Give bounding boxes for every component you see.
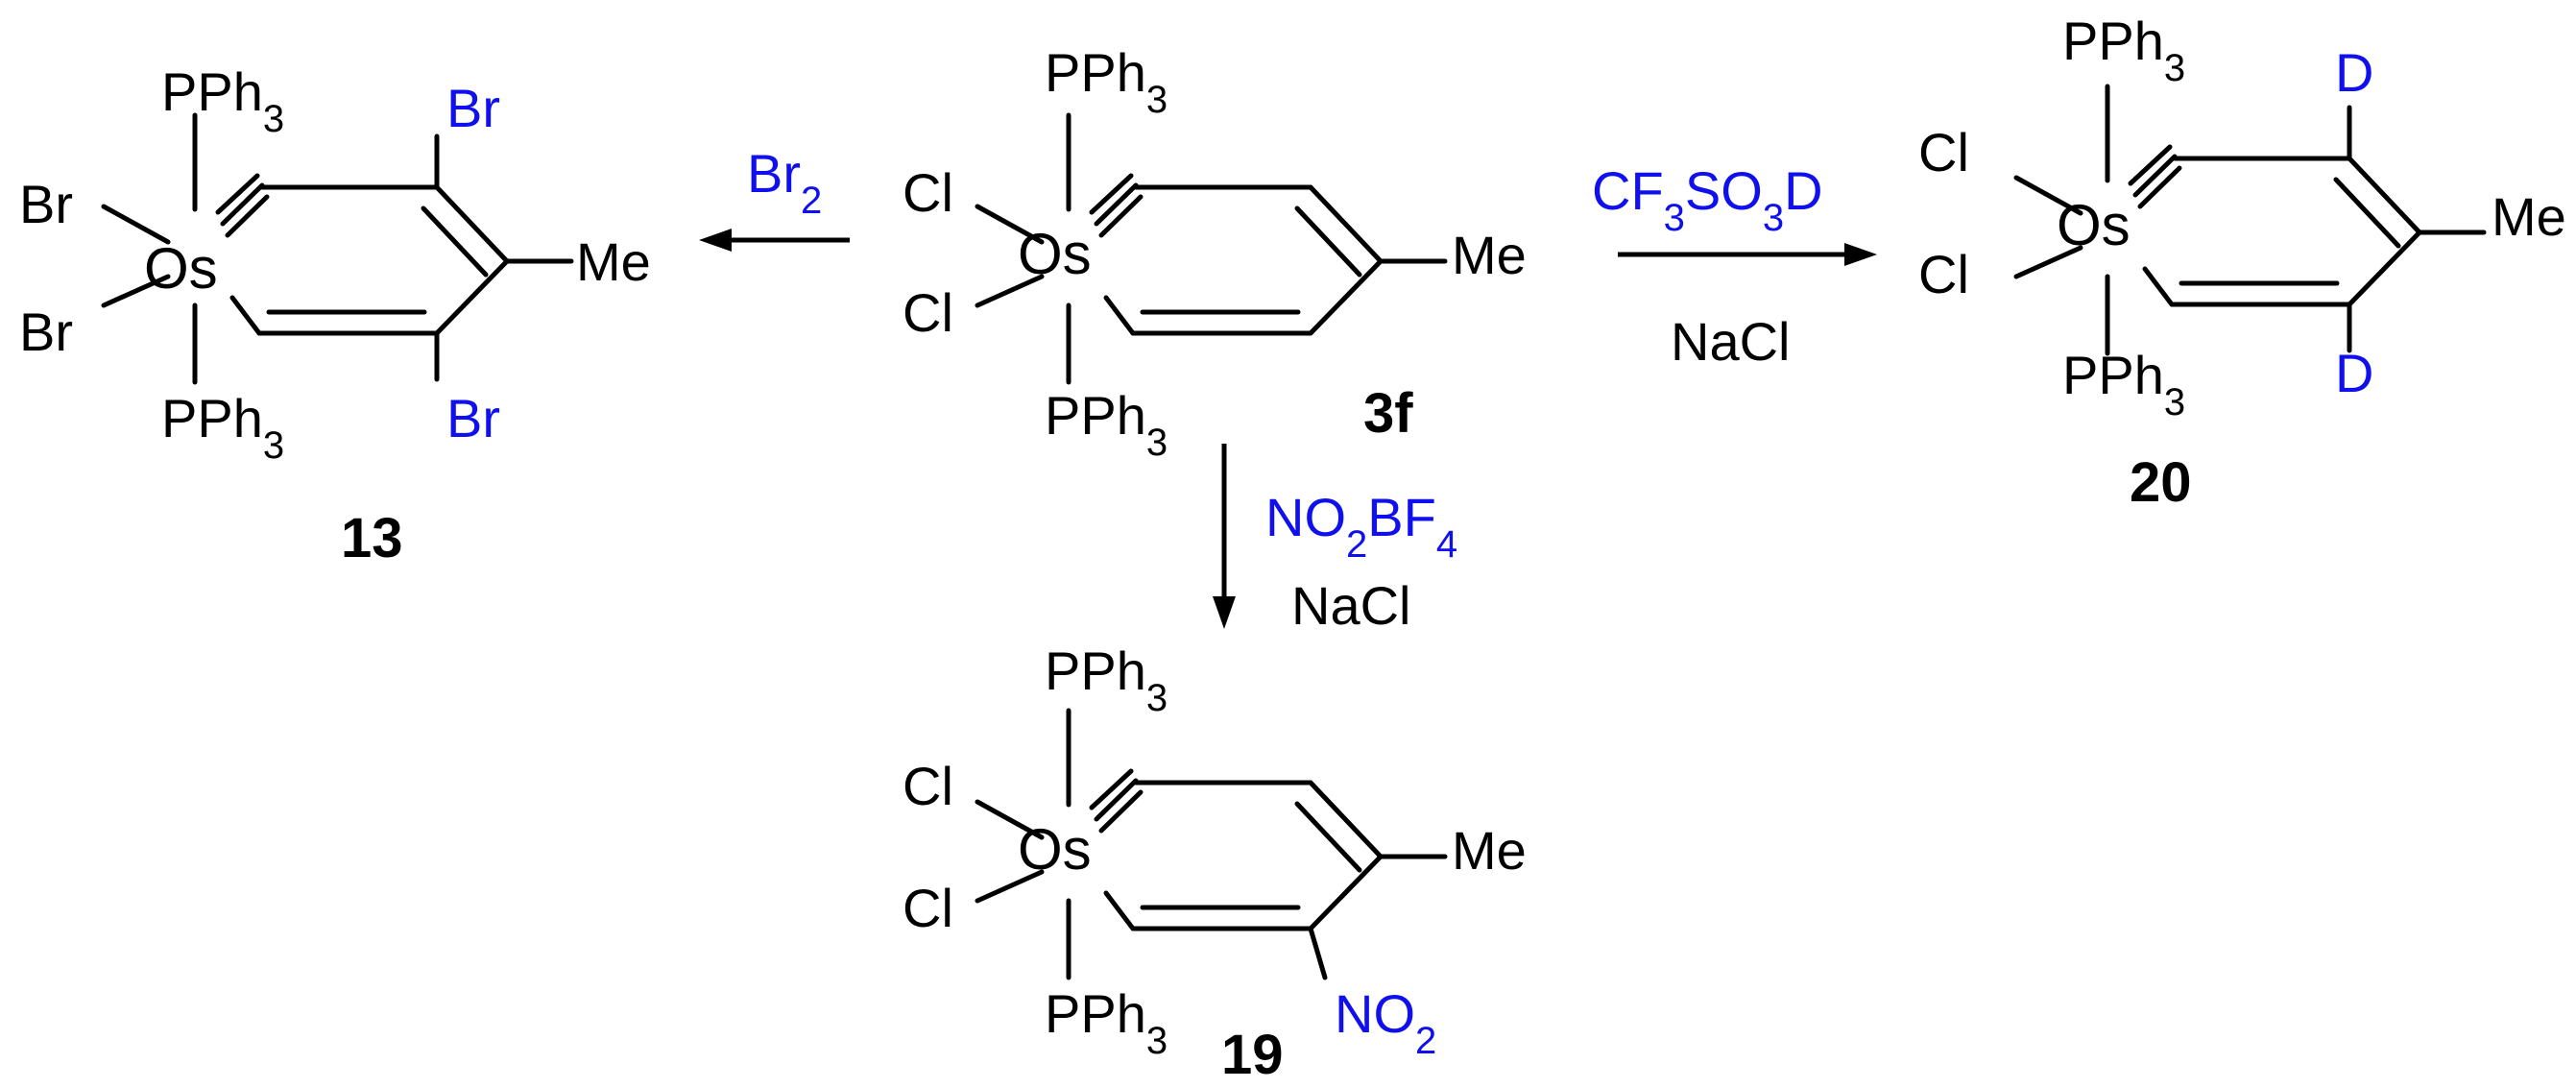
compound-13-left-1: Br bbox=[19, 174, 73, 234]
compound-19-new-1: NO2 bbox=[1335, 983, 1436, 1062]
compound-19-metal: Os bbox=[1018, 817, 1092, 882]
compound-19-ligand-bottom: PPh3 bbox=[1045, 983, 1168, 1062]
compound-20-substituent: Me bbox=[2492, 186, 2566, 247]
arrow-to-20 bbox=[1618, 243, 1877, 266]
conditions-to-19: NaCl bbox=[1291, 575, 1410, 636]
compound-19-number: 19 bbox=[1221, 1024, 1284, 1086]
compound-3f-ligand-top: PPh3 bbox=[1045, 42, 1168, 121]
compound-19-structure bbox=[975, 708, 1448, 980]
compound-13-ligand-bottom: PPh3 bbox=[161, 388, 284, 467]
compound-13-ligand-top: PPh3 bbox=[161, 61, 284, 140]
compound-19-ligand-top: PPh3 bbox=[1045, 641, 1168, 719]
arrow-to-13 bbox=[699, 229, 850, 252]
compound-20-ligand-top: PPh3 bbox=[2062, 11, 2185, 89]
compound-20-number: 20 bbox=[2130, 451, 2192, 514]
compound-3f-substituent: Me bbox=[1452, 225, 1527, 285]
compound-13-number: 13 bbox=[341, 507, 403, 569]
compound-13-new-1: Br bbox=[446, 78, 500, 138]
compound-20-left-1: Cl bbox=[1918, 122, 1969, 182]
compound-20-structure bbox=[2013, 84, 2487, 356]
compound-20-metal: Os bbox=[2057, 193, 2131, 257]
arrow-to-19 bbox=[1213, 444, 1236, 629]
compound-19-left-1: Cl bbox=[903, 756, 953, 816]
compound-13-substituent: Me bbox=[576, 231, 651, 292]
compound-20-new-2: D bbox=[2335, 343, 2373, 403]
compound-13-structure bbox=[101, 112, 574, 385]
compound-13-metal: Os bbox=[144, 236, 218, 301]
compound-20-ligand-bottom: PPh3 bbox=[2062, 345, 2185, 423]
compound-3f-structure bbox=[975, 112, 1448, 385]
compound-3f-left-2: Cl bbox=[903, 282, 953, 343]
reagent-to-20: CF3SO3D bbox=[1592, 160, 1823, 239]
compound-19-left-2: Cl bbox=[903, 878, 953, 938]
compound-3f-metal: Os bbox=[1018, 222, 1092, 286]
compound-3f-left-1: Cl bbox=[903, 162, 953, 223]
compound-19-substituent: Me bbox=[1452, 820, 1527, 881]
compound-13-new-2: Br bbox=[446, 388, 500, 448]
reagent-to-19: NO2BF4 bbox=[1265, 487, 1457, 566]
conditions-to-20: NaCl bbox=[1671, 311, 1790, 372]
compound-3f-ligand-bottom: PPh3 bbox=[1045, 385, 1168, 464]
compound-20-left-2: Cl bbox=[1918, 244, 1969, 304]
compound-20-new-1: D bbox=[2335, 42, 2373, 103]
compound-3f-number: 3f bbox=[1363, 382, 1413, 445]
compound-13-left-2: Br bbox=[19, 302, 73, 362]
reagent-to-13: Br2 bbox=[747, 143, 822, 222]
